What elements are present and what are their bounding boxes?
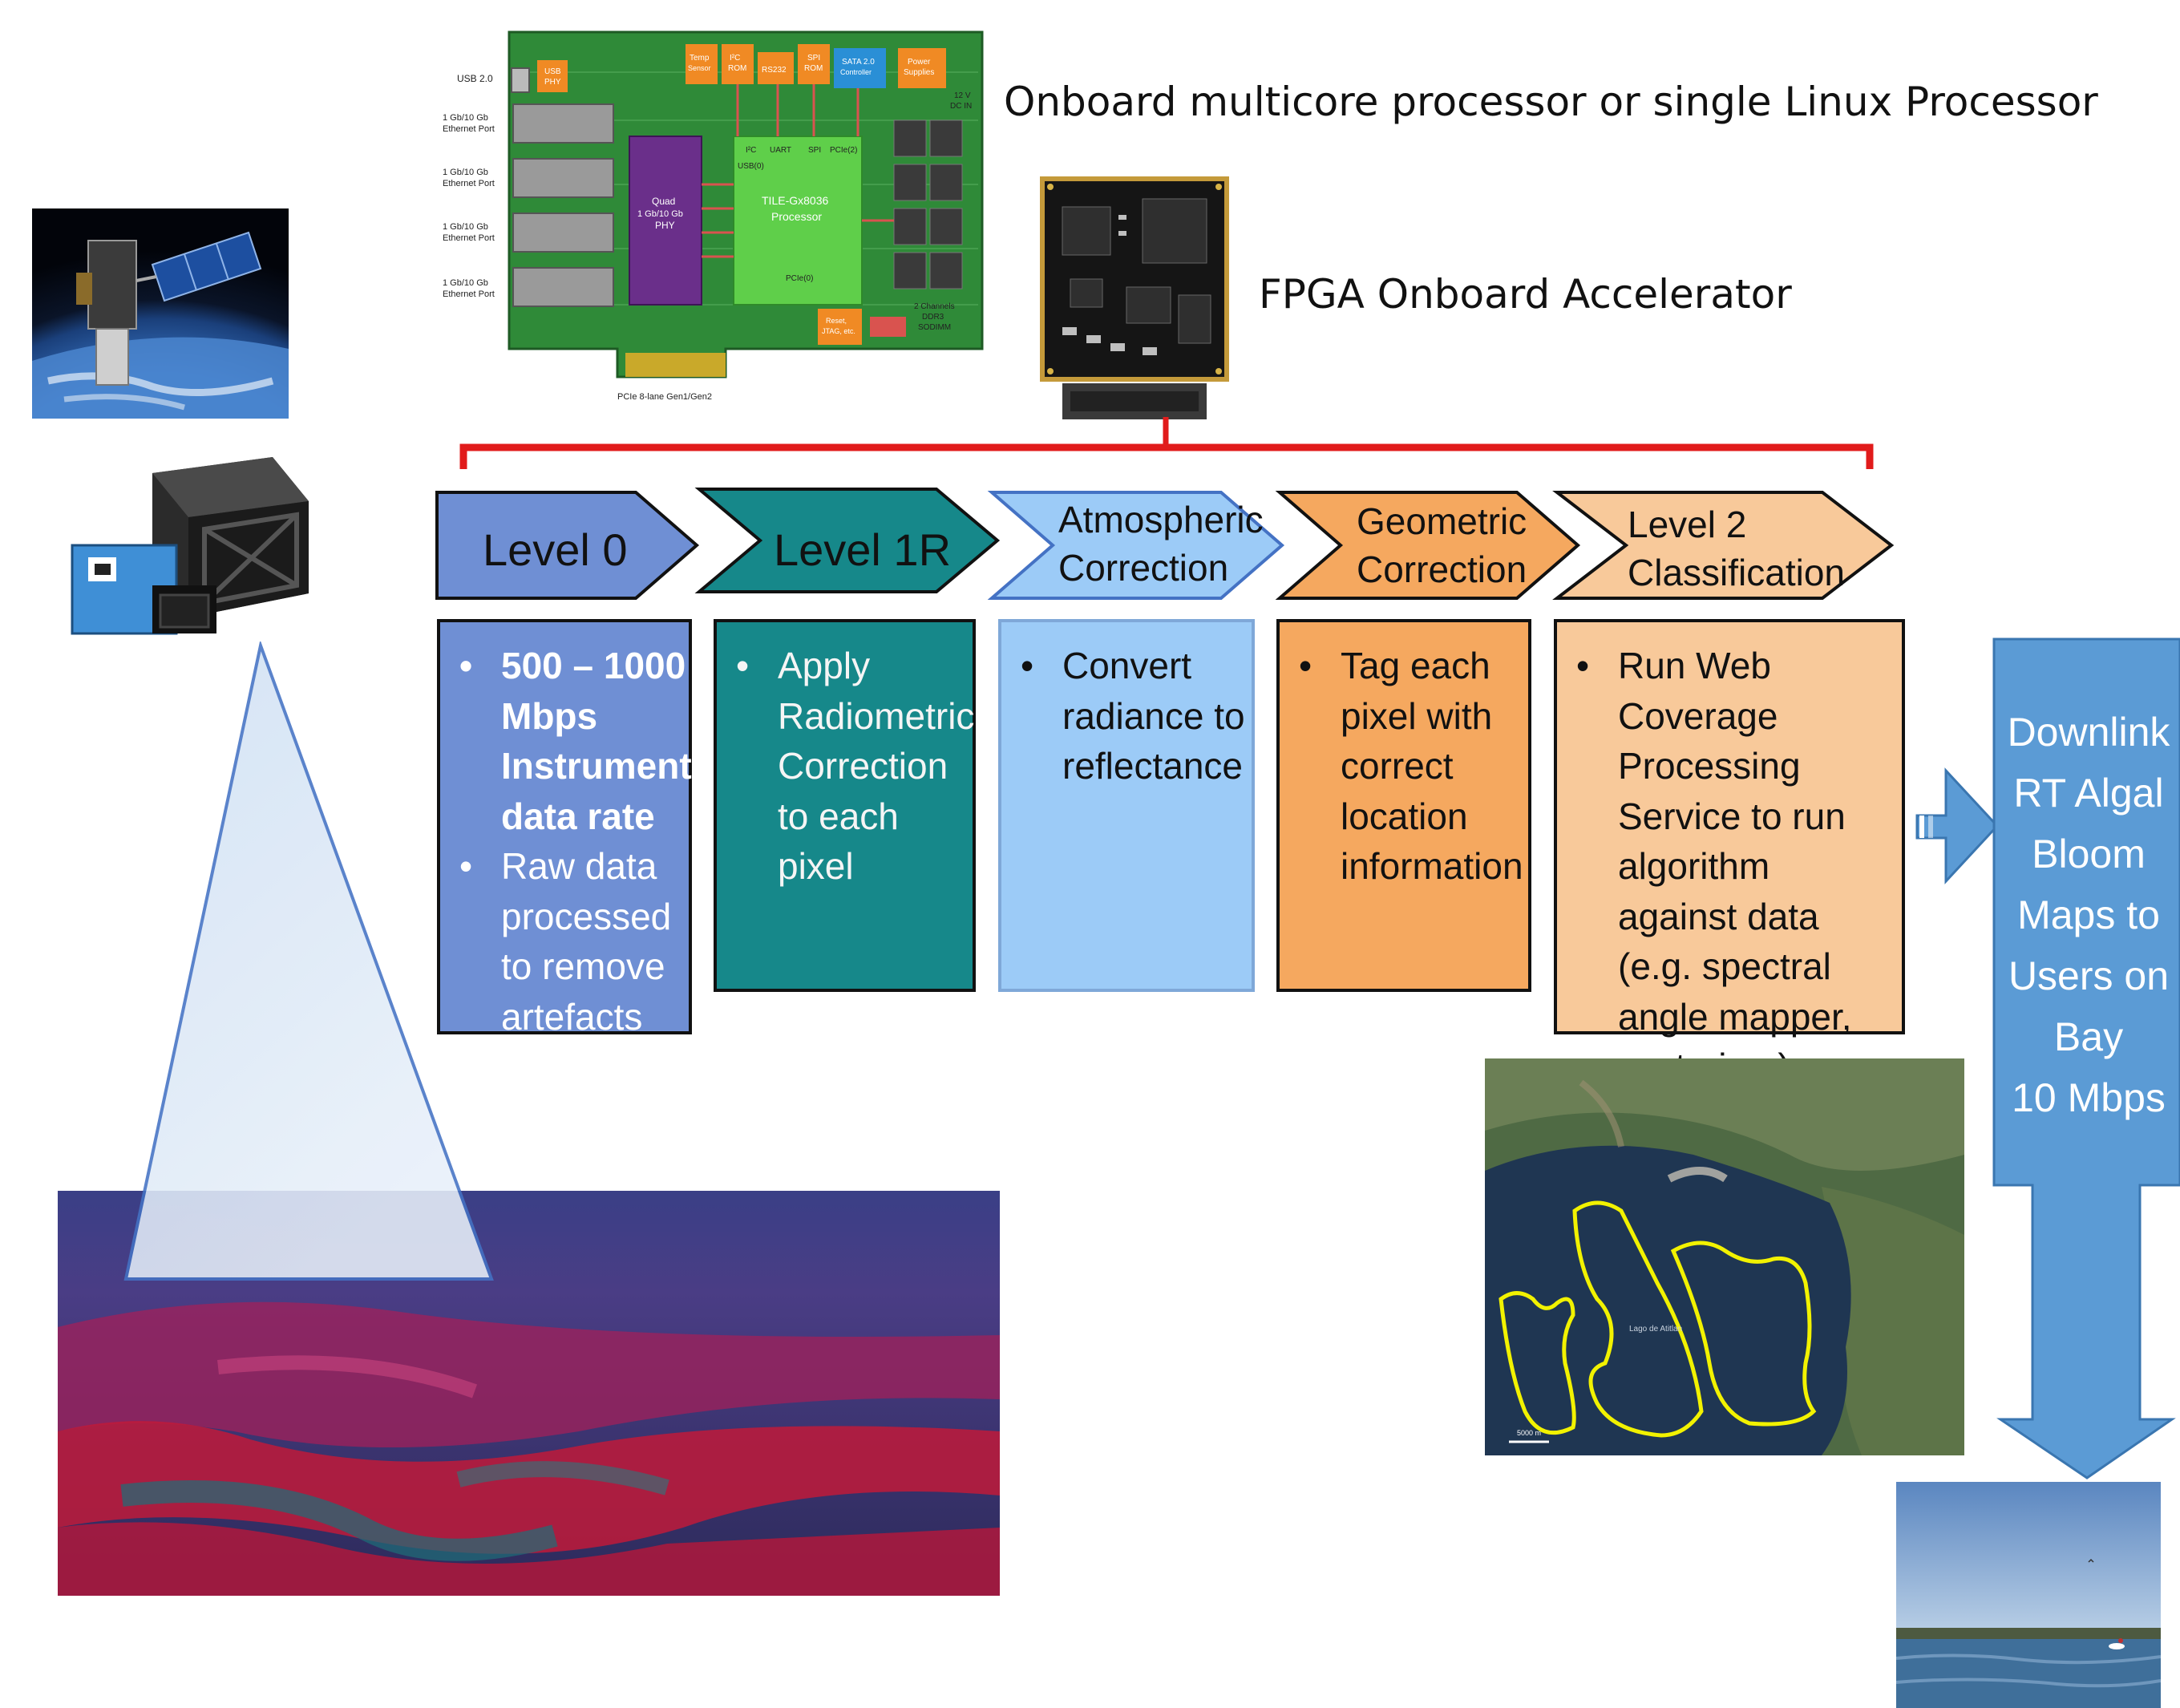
svg-text:ROM: ROM	[728, 64, 746, 73]
svg-text:1 Gb/10 Gb: 1 Gb/10 Gb	[637, 209, 683, 219]
stage-level-2-label: Level 2 Classification	[1628, 504, 1845, 593]
bullet-raw-data: Raw data processed to remove artefacts	[440, 841, 689, 1042]
bullet-run-wcps: Run Web Coverage Processing Service to r…	[1557, 641, 1902, 1092]
algal-bloom-image	[58, 1191, 1000, 1596]
svg-text:ROM: ROM	[804, 64, 823, 73]
svg-text:DDR3: DDR3	[922, 313, 944, 322]
bullet-convert-radiance: Convert radiance to reflectance	[1001, 641, 1252, 791]
stage-atmospheric-chevron	[987, 491, 1285, 600]
svg-text:1 Gb/10 Gb: 1 Gb/10 Gb	[443, 222, 488, 232]
downlink-label: Downlink RT Algal Bloom Maps to Users on…	[2007, 710, 2170, 1120]
svg-text:Supplies: Supplies	[904, 68, 934, 77]
stage-level-1r-label: Level 1R	[774, 524, 952, 575]
stage-level-1r-card: Apply Radiometric Correction to each pix…	[714, 619, 976, 992]
processor-label: Onboard multicore processor or single Li…	[1004, 79, 2098, 125]
svg-text:RS232: RS232	[762, 66, 787, 75]
svg-text:PCIe(0): PCIe(0)	[786, 274, 813, 283]
fpga-label: FPGA Onboard Accelerator	[1259, 271, 1792, 318]
stage-atmospheric-card: Convert radiance to reflectance	[998, 619, 1255, 992]
svg-text:12 V: 12 V	[954, 91, 971, 100]
svg-text:SPI: SPI	[808, 146, 821, 155]
svg-text:SATA 2.0: SATA 2.0	[842, 58, 875, 67]
svg-text:USB 2.0: USB 2.0	[457, 73, 493, 84]
svg-text:Sensor: Sensor	[688, 64, 711, 72]
svg-text:PHY: PHY	[544, 78, 561, 87]
svg-text:Lago de Atitlan: Lago de Atitlan	[1629, 1325, 1682, 1334]
svg-text:Ethernet Port: Ethernet Port	[443, 124, 495, 134]
bullet-instrument-data-rate: 500 – 1000 Mbps Instrument data rate	[440, 641, 692, 841]
stage-level-1r-chevron	[694, 488, 1001, 593]
svg-text:Controller: Controller	[840, 68, 872, 76]
svg-text:Ethernet Port: Ethernet Port	[443, 233, 495, 243]
svg-text:SODIMM: SODIMM	[918, 323, 951, 332]
stage-level-2-chevron	[1552, 491, 1895, 600]
svg-text:Ethernet Port: Ethernet Port	[443, 289, 495, 299]
svg-text:SPI: SPI	[807, 54, 820, 63]
svg-text:1 Gb/10 Gb: 1 Gb/10 Gb	[443, 168, 488, 177]
svg-text:USB: USB	[544, 67, 561, 76]
svg-text:Ethernet Port: Ethernet Port	[443, 179, 495, 188]
svg-text:1 Gb/10 Gb: 1 Gb/10 Gb	[443, 113, 488, 123]
stage-geometric-card: Tag each pixel with correct location inf…	[1276, 619, 1531, 992]
stage-level-0-card: 500 – 1000 Mbps Instrument data rate Raw…	[437, 619, 692, 1038]
stage-atmospheric-label: Atmospheric Correction	[1058, 499, 1264, 589]
stage-geometric-label: Geometric Correction	[1357, 500, 1527, 590]
svg-text:1 Gb/10 Gb: 1 Gb/10 Gb	[443, 278, 488, 288]
stage-level-0-label: Level 0	[483, 524, 628, 575]
camera-image	[32, 425, 341, 682]
svg-text:UART: UART	[770, 146, 791, 155]
stage-level-2-card: Run Web Coverage Processing Service to r…	[1554, 619, 1905, 1087]
svg-text:PCIe(2): PCIe(2)	[830, 146, 857, 155]
bullet-radiometric-correction: Apply Radiometric Correction to each pix…	[717, 641, 974, 892]
svg-text:DC IN: DC IN	[950, 102, 972, 111]
svg-text:PHY: PHY	[655, 220, 675, 231]
svg-text:USB(0): USB(0)	[738, 162, 764, 171]
bullet-tag-pixel: Tag each pixel with correct location inf…	[1280, 641, 1528, 892]
svg-text:2 Channels: 2 Channels	[914, 302, 955, 311]
svg-text:I²C: I²C	[746, 146, 756, 155]
accelerator-bracket	[457, 417, 1876, 473]
satellite-image	[32, 208, 289, 419]
stage-level-0-chevron	[435, 491, 700, 600]
svg-text:TILE-Gx8036: TILE-Gx8036	[762, 194, 828, 207]
svg-text:I²C: I²C	[730, 54, 740, 63]
bay-users-image	[1896, 1482, 2161, 1708]
svg-text:Power: Power	[908, 58, 931, 67]
svg-text:Quad: Quad	[652, 196, 675, 207]
classification-map-image: Lago de Atitlan 5000 m	[1485, 1058, 1964, 1455]
stage-geometric-chevron	[1275, 491, 1581, 600]
fpga-image	[1038, 175, 1231, 425]
svg-text:Processor: Processor	[771, 210, 822, 223]
svg-text:Temp: Temp	[690, 54, 710, 63]
downlink-arrow-shape	[1912, 637, 2180, 1479]
svg-text:PCIe 8-lane Gen1/Gen2: PCIe 8-lane Gen1/Gen2	[617, 392, 712, 402]
svg-text:5000 m: 5000 m	[1517, 1429, 1541, 1437]
svg-text:JTAG, etc.: JTAG, etc.	[822, 327, 855, 335]
svg-text:Reset,: Reset,	[826, 317, 847, 325]
field-of-view-triangle	[120, 642, 497, 1283]
